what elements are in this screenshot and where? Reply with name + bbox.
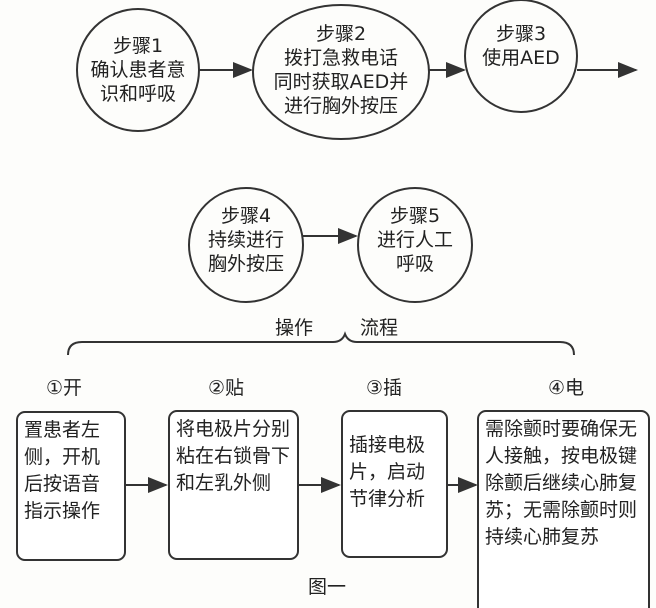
brace: [67, 331, 575, 356]
step4-line: 胸外按压: [207, 253, 284, 275]
op4-text: 需除颤时要确保无人接触，按电极键除颤后继续心肺复苏；无需除颤时则持续心肺复苏: [485, 418, 638, 548]
step2-line: 拨打急救电话: [283, 47, 398, 69]
step5-line: 呼吸: [395, 253, 434, 275]
step2-line: 进行胸外按压: [283, 95, 398, 117]
op1-label: ①开: [46, 377, 83, 399]
step5-circle: [357, 187, 473, 303]
step3: 步骤3 使用AED: [465, 16, 577, 76]
figure-caption: 图一: [308, 576, 347, 598]
op3-text: 插接电极片，启动节律分析: [349, 434, 426, 510]
step3-title: 步骤3: [495, 23, 547, 45]
op2-text: 将电极片分别粘在右锁骨下和左乳外侧: [176, 418, 291, 494]
step3-circle: [464, 0, 578, 113]
step4-circle: [188, 187, 304, 303]
op4-label: ④电: [548, 377, 585, 399]
step2-circle: [252, 4, 430, 140]
step1-line: 识和呼吸: [99, 83, 176, 105]
step2: 步骤2 拨打急救电话 同时获取AED并 进行胸外按压: [253, 10, 429, 130]
step5-line: 进行人工: [376, 229, 453, 251]
step1-title: 步骤1: [112, 35, 164, 57]
op4-box: 需除颤时要确保无人接触，按电极键除颤后继续心肺复苏；无需除颤时则持续心肺复苏: [477, 410, 650, 608]
step1-line: 确认患者意: [90, 59, 186, 81]
op2-label: ②贴: [208, 377, 245, 399]
step4-line: 持续进行: [207, 229, 284, 251]
op1-box: 置患者左侧，开机后按语音指示操作: [16, 411, 126, 561]
step5: 步骤5 进行人工 呼吸: [358, 200, 472, 280]
brace-label-right: 流程: [360, 317, 399, 339]
step4-title: 步骤4: [220, 205, 272, 227]
step1: 步骤1 确认患者意 识和呼吸: [77, 20, 199, 120]
step5-title: 步骤5: [389, 205, 441, 227]
step3-line: 使用AED: [482, 47, 560, 69]
op2-box: 将电极片分别粘在右锁骨下和左乳外侧: [168, 410, 299, 560]
brace-label-left: 操作: [275, 317, 314, 339]
step2-line: 同时获取AED并: [273, 71, 409, 93]
op3-box: 插接电极片，启动节律分析: [341, 410, 448, 558]
step2-title: 步骤2: [315, 23, 367, 45]
op3-label: ③插: [366, 377, 403, 399]
op1-text: 置患者左侧，开机后按语音指示操作: [24, 419, 101, 522]
step4: 步骤4 持续进行 胸外按压: [189, 200, 303, 280]
